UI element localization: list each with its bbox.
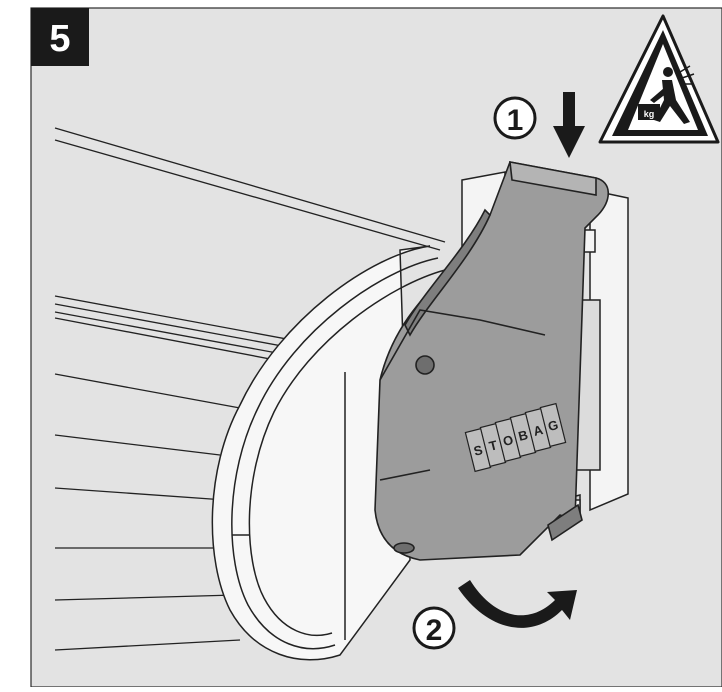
svg-text:2: 2 [426,614,443,647]
svg-text:1: 1 [507,104,524,137]
arrow-down-icon [553,92,585,158]
svg-text:S: S [472,442,484,459]
svg-text:O: O [501,432,514,449]
brand-letter-6: G [539,402,567,448]
weight-label: kg [644,109,655,119]
svg-text:G: G [546,417,559,434]
svg-text:B: B [517,427,530,444]
brand-letter-4: B [509,412,537,458]
brand-letter-1: S [464,427,492,473]
rotate-arrow-icon [458,580,577,628]
brand-plate: S T O B A G [464,402,567,473]
svg-text:T: T [487,437,498,453]
cassette-end-cap [211,245,446,661]
marker-1: 1 [493,96,537,140]
motor-housing [374,161,610,561]
heavy-load-warning-icon: kg [598,14,720,144]
marker-2: 2 [412,606,456,650]
svg-text:A: A [532,422,545,439]
step-badge: 5 [31,8,89,66]
step-number: 5 [49,18,70,60]
